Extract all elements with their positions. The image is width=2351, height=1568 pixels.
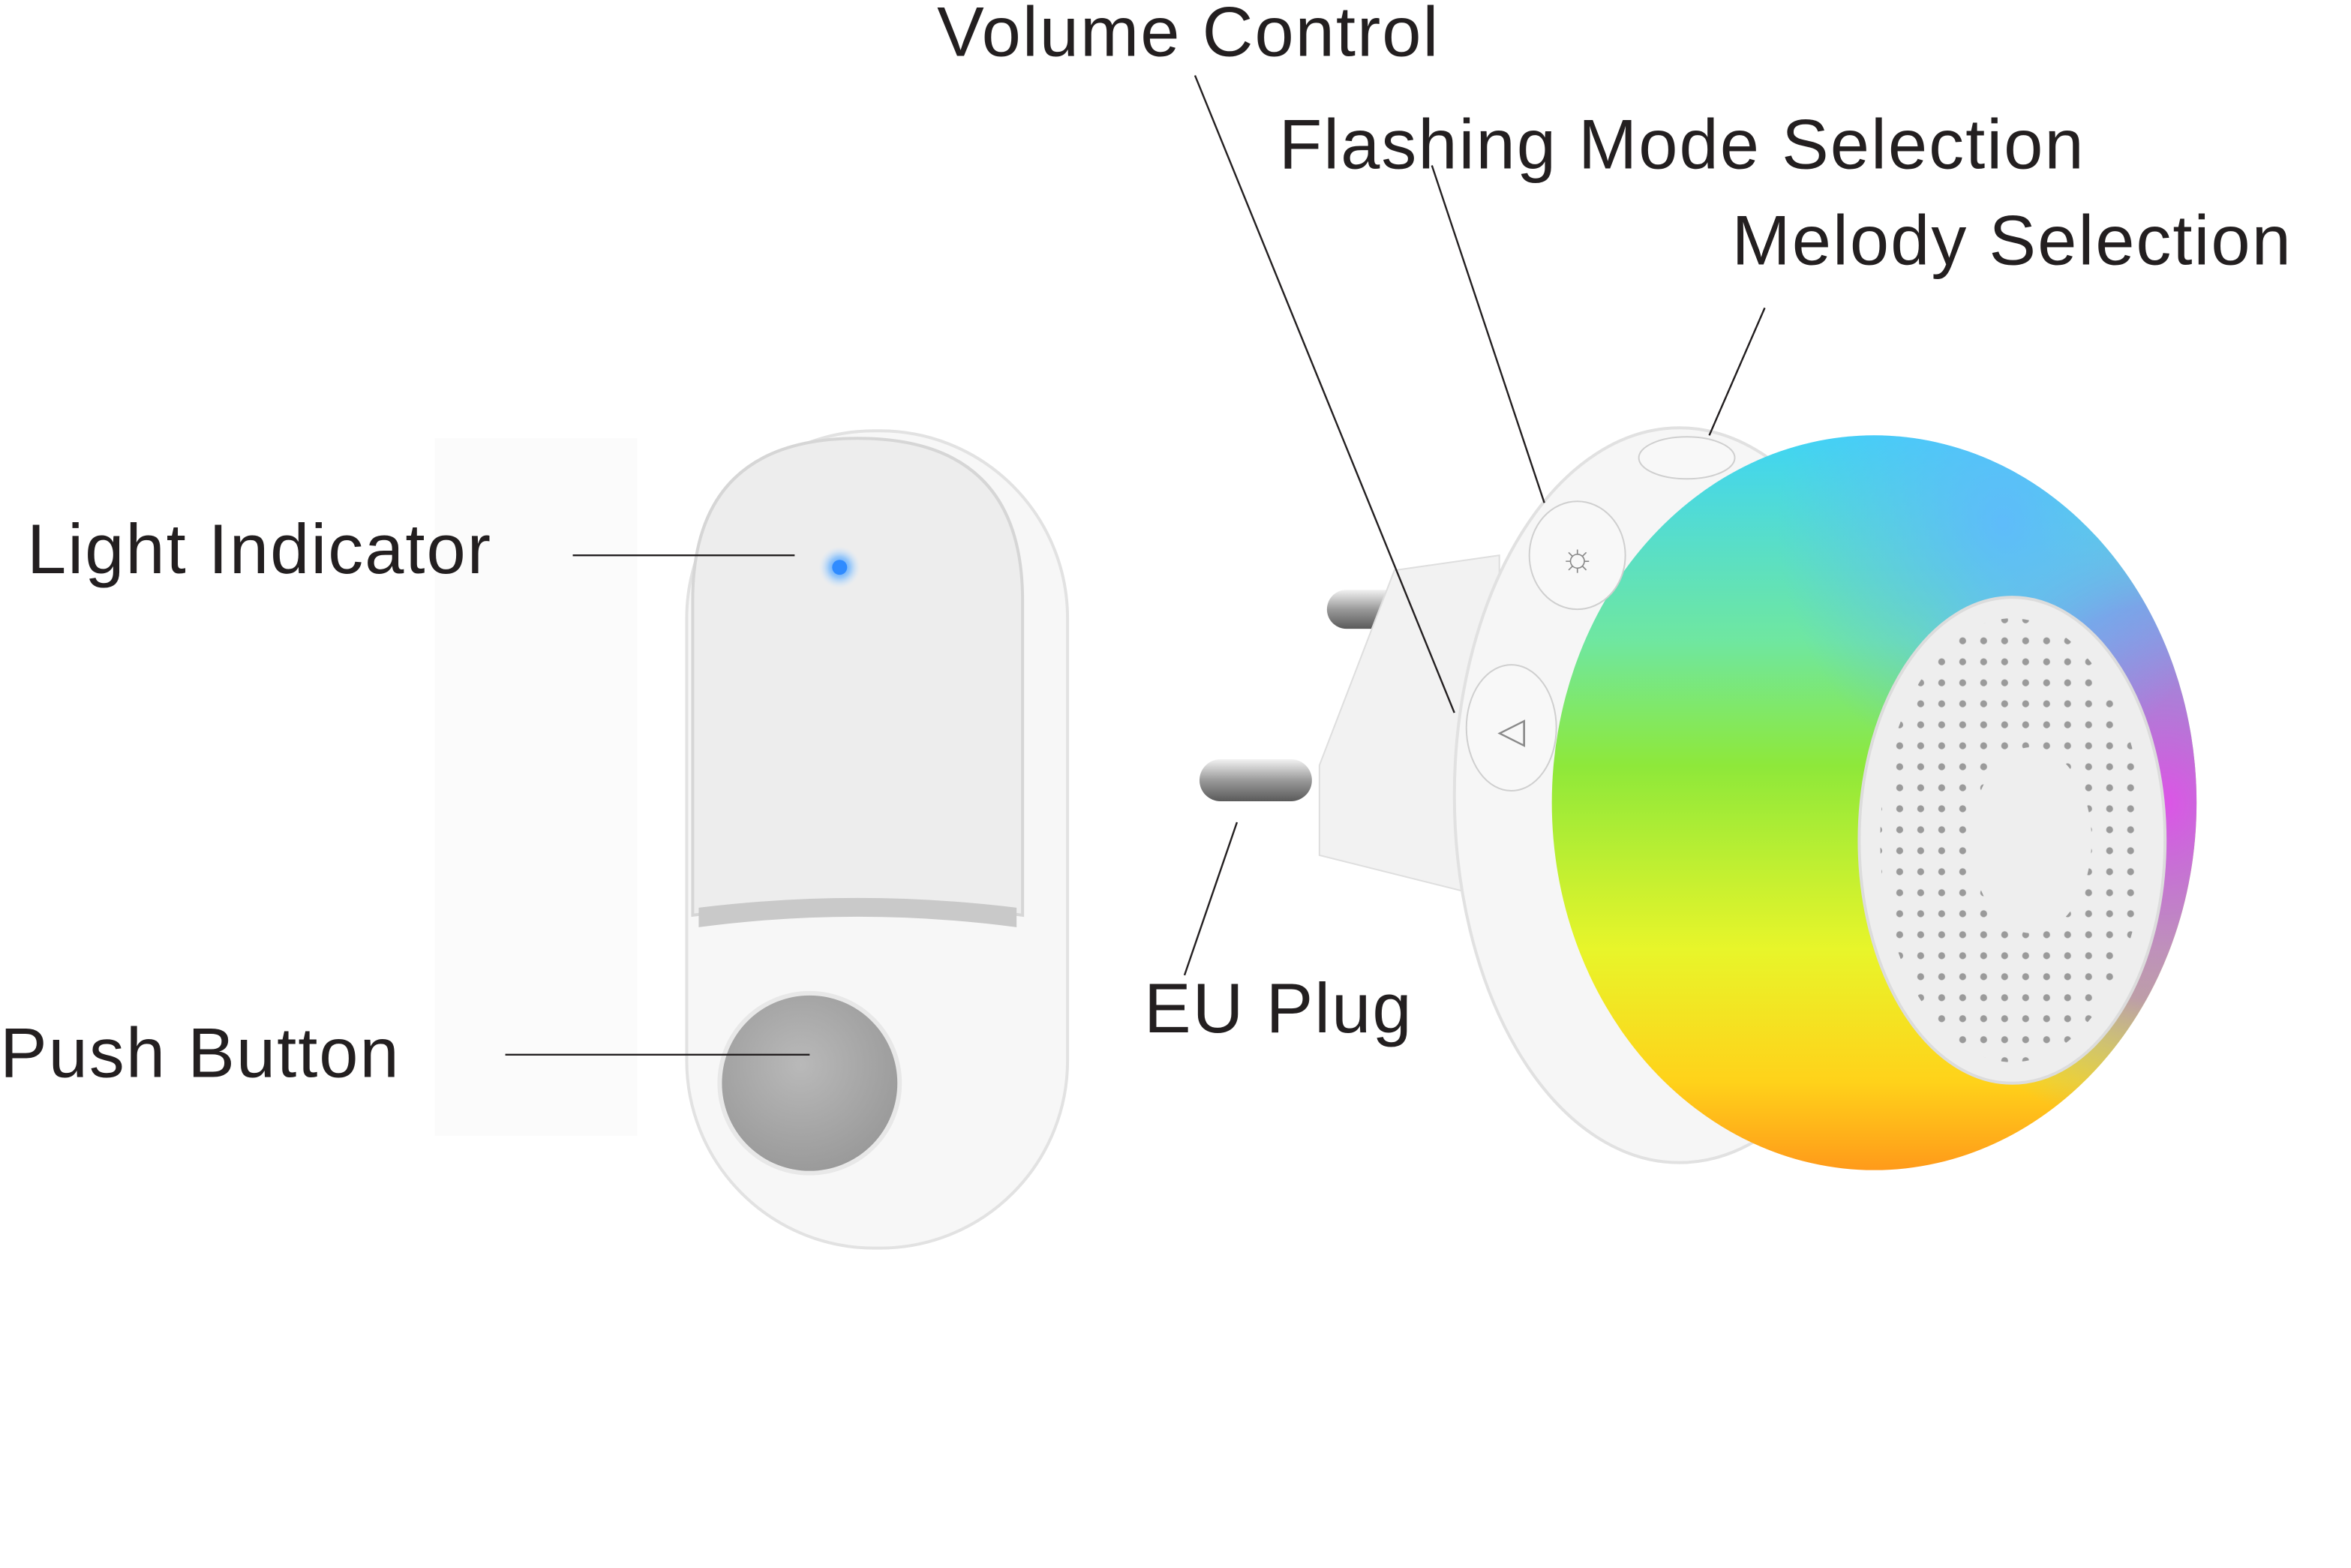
label-light-indicator: Light Indicator: [27, 509, 492, 588]
push-button-transmitter: [434, 429, 1070, 1250]
volume-control-button: [1465, 664, 1557, 792]
leader-flashing-mode: [1431, 165, 1545, 503]
speaker-icon: ◁: [1497, 711, 1525, 751]
receiver-unit: ☼ ◁: [1199, 426, 2197, 1170]
push-button: [717, 990, 902, 1176]
leader-volume-control: [1194, 75, 1455, 713]
label-push-button: Push Button: [0, 1014, 401, 1092]
leader-melody-selection: [1708, 307, 1766, 436]
label-eu-plug: EU Plug: [1144, 969, 1413, 1047]
eu-plug-pin-lower: [1199, 759, 1312, 801]
flashing-mode-button: [1528, 500, 1626, 611]
label-melody-selection: Melody Selection: [1732, 200, 2292, 279]
label-volume-control: Volume Control: [937, 0, 1440, 71]
leader-eu-plug: [1183, 822, 1239, 976]
sun-icon: ☼: [1560, 536, 1596, 579]
melody-selection-button: [1638, 436, 1736, 480]
label-flashing-mode-selection: Flashing Mode Selection: [1279, 105, 2085, 184]
